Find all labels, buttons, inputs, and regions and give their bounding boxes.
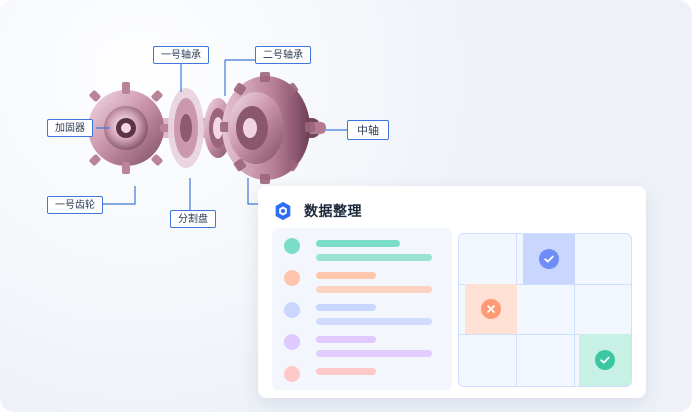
status-grid (458, 233, 632, 387)
list-item (284, 328, 444, 358)
close-badge (481, 299, 501, 319)
grid-cell-highlight (465, 284, 517, 334)
label-fastener: 加固器 (47, 119, 93, 137)
label-bearing-1: 一号轴承 (153, 46, 209, 64)
label-bearing-2: 二号轴承 (255, 46, 311, 64)
text-placeholder-bar (316, 368, 376, 375)
text-placeholder-bar (316, 350, 432, 357)
text-placeholder-bar (316, 336, 376, 343)
status-dot (284, 238, 300, 254)
text-placeholder-bar (316, 272, 376, 279)
check-badge (539, 249, 559, 269)
hex-data-icon (272, 200, 294, 222)
text-placeholder-bar (316, 304, 376, 311)
label-middle-shaft: 中轴 (347, 120, 389, 140)
list-item (284, 264, 444, 294)
list-item (284, 296, 444, 326)
check-icon (599, 354, 611, 366)
label-gear-1: 一号齿轮 (47, 196, 103, 214)
panel-title: 数据整理 (304, 201, 362, 221)
status-dot (284, 334, 300, 350)
label-divider-disc: 分割盘 (170, 210, 216, 228)
grid-cell-highlight (579, 334, 631, 386)
list-card (272, 228, 452, 390)
gear-2-shape (220, 72, 315, 184)
check-badge (595, 350, 615, 370)
list-item (284, 360, 444, 390)
panel-header: 数据整理 (272, 198, 362, 224)
status-dot (284, 270, 300, 286)
list-item (284, 232, 444, 262)
status-dot (284, 366, 300, 382)
text-placeholder-bar (316, 318, 432, 325)
text-placeholder-bar (316, 254, 432, 261)
grid-cell-highlight (523, 234, 575, 284)
divider-disc-shape (168, 88, 204, 168)
close-icon (485, 303, 497, 315)
status-dot (284, 302, 300, 318)
text-placeholder-bar (316, 240, 400, 247)
check-icon (543, 253, 555, 265)
gear-1-shape (80, 82, 172, 174)
text-placeholder-bar (316, 286, 432, 293)
